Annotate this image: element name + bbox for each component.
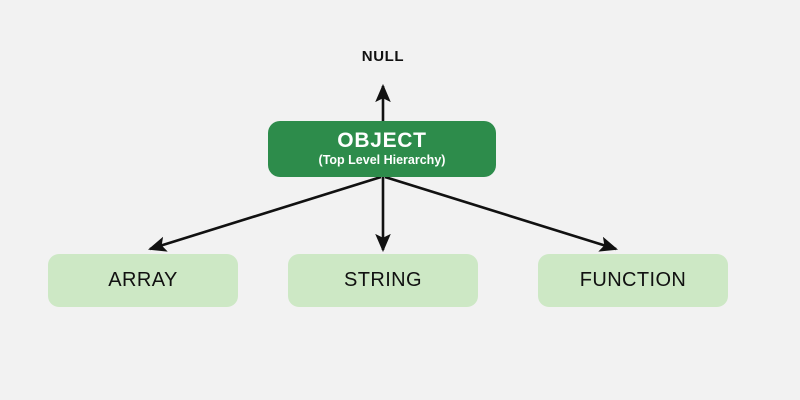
node-array-title: ARRAY (108, 269, 178, 291)
arrow-object-to-function (384, 175, 618, 252)
node-object-title: OBJECT (337, 129, 427, 153)
node-string[interactable]: STRING (288, 254, 478, 307)
node-function-title: FUNCTION (579, 269, 687, 291)
node-object[interactable]: OBJECT (Top Level Hierarchy) (268, 121, 496, 177)
null-label: NULL (361, 48, 405, 65)
node-object-subtitle: (Top Level Hierarchy) (318, 153, 446, 168)
node-function[interactable]: FUNCTION (538, 254, 728, 307)
node-array[interactable]: ARRAY (48, 254, 238, 307)
node-string-title: STRING (344, 269, 422, 291)
arrow-object-to-array (148, 175, 382, 252)
